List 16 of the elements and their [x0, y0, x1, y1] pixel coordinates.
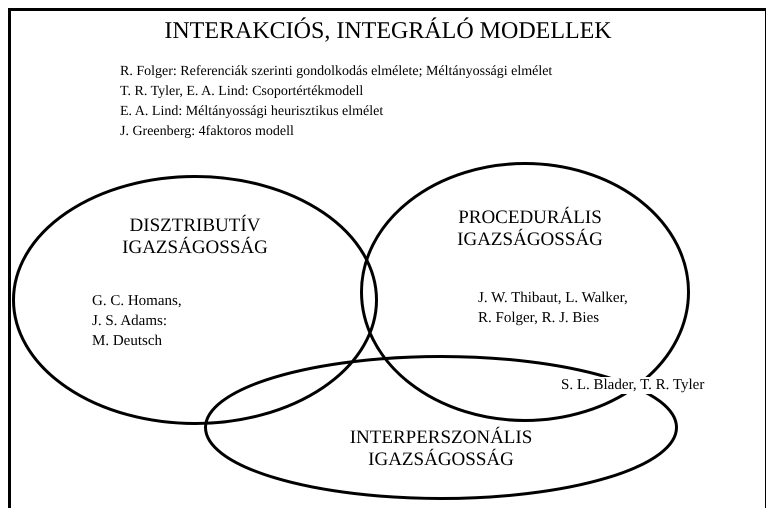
set-heading: INTERPERSZONÁLIS IGAZSÁGOSSÁG	[350, 427, 532, 471]
author-text: J. W. Thibaut, L. Walker,	[478, 290, 628, 308]
model-text: E. A. Lind: Méltányossági heurisztikus elmélet	[120, 104, 384, 120]
author-text: R. Folger, R. J. Bies	[478, 310, 600, 328]
model-text: R. Folger: Referenciák szerinti gondolkodás elmélete; Méltányossági elmélet	[120, 64, 552, 80]
set-ellipse	[12, 175, 378, 425]
author-text: S. L. Blader, T. R. Tyler	[561, 377, 704, 394]
author-text: G. C. Homans,	[92, 293, 182, 310]
author-text: J. S. Adams:	[92, 313, 168, 330]
frame-box	[8, 8, 766, 508]
model-text: T. R. Tyler, E. A. Lind: Csoportértékmodell	[120, 84, 364, 100]
set-heading: DISZTRIBUTÍV IGAZSÁGOSSÁG	[122, 215, 268, 259]
author-text: M. Deutsch	[92, 333, 162, 350]
model-text: J. Greenberg: 4faktoros modell	[120, 124, 294, 140]
set-heading: PROCEDURÁLIS IGAZSÁGOSSÁG	[457, 207, 603, 251]
frame-heading: INTERAKCIÓS, INTEGRÁLÓ MODELLEK	[164, 18, 612, 46]
